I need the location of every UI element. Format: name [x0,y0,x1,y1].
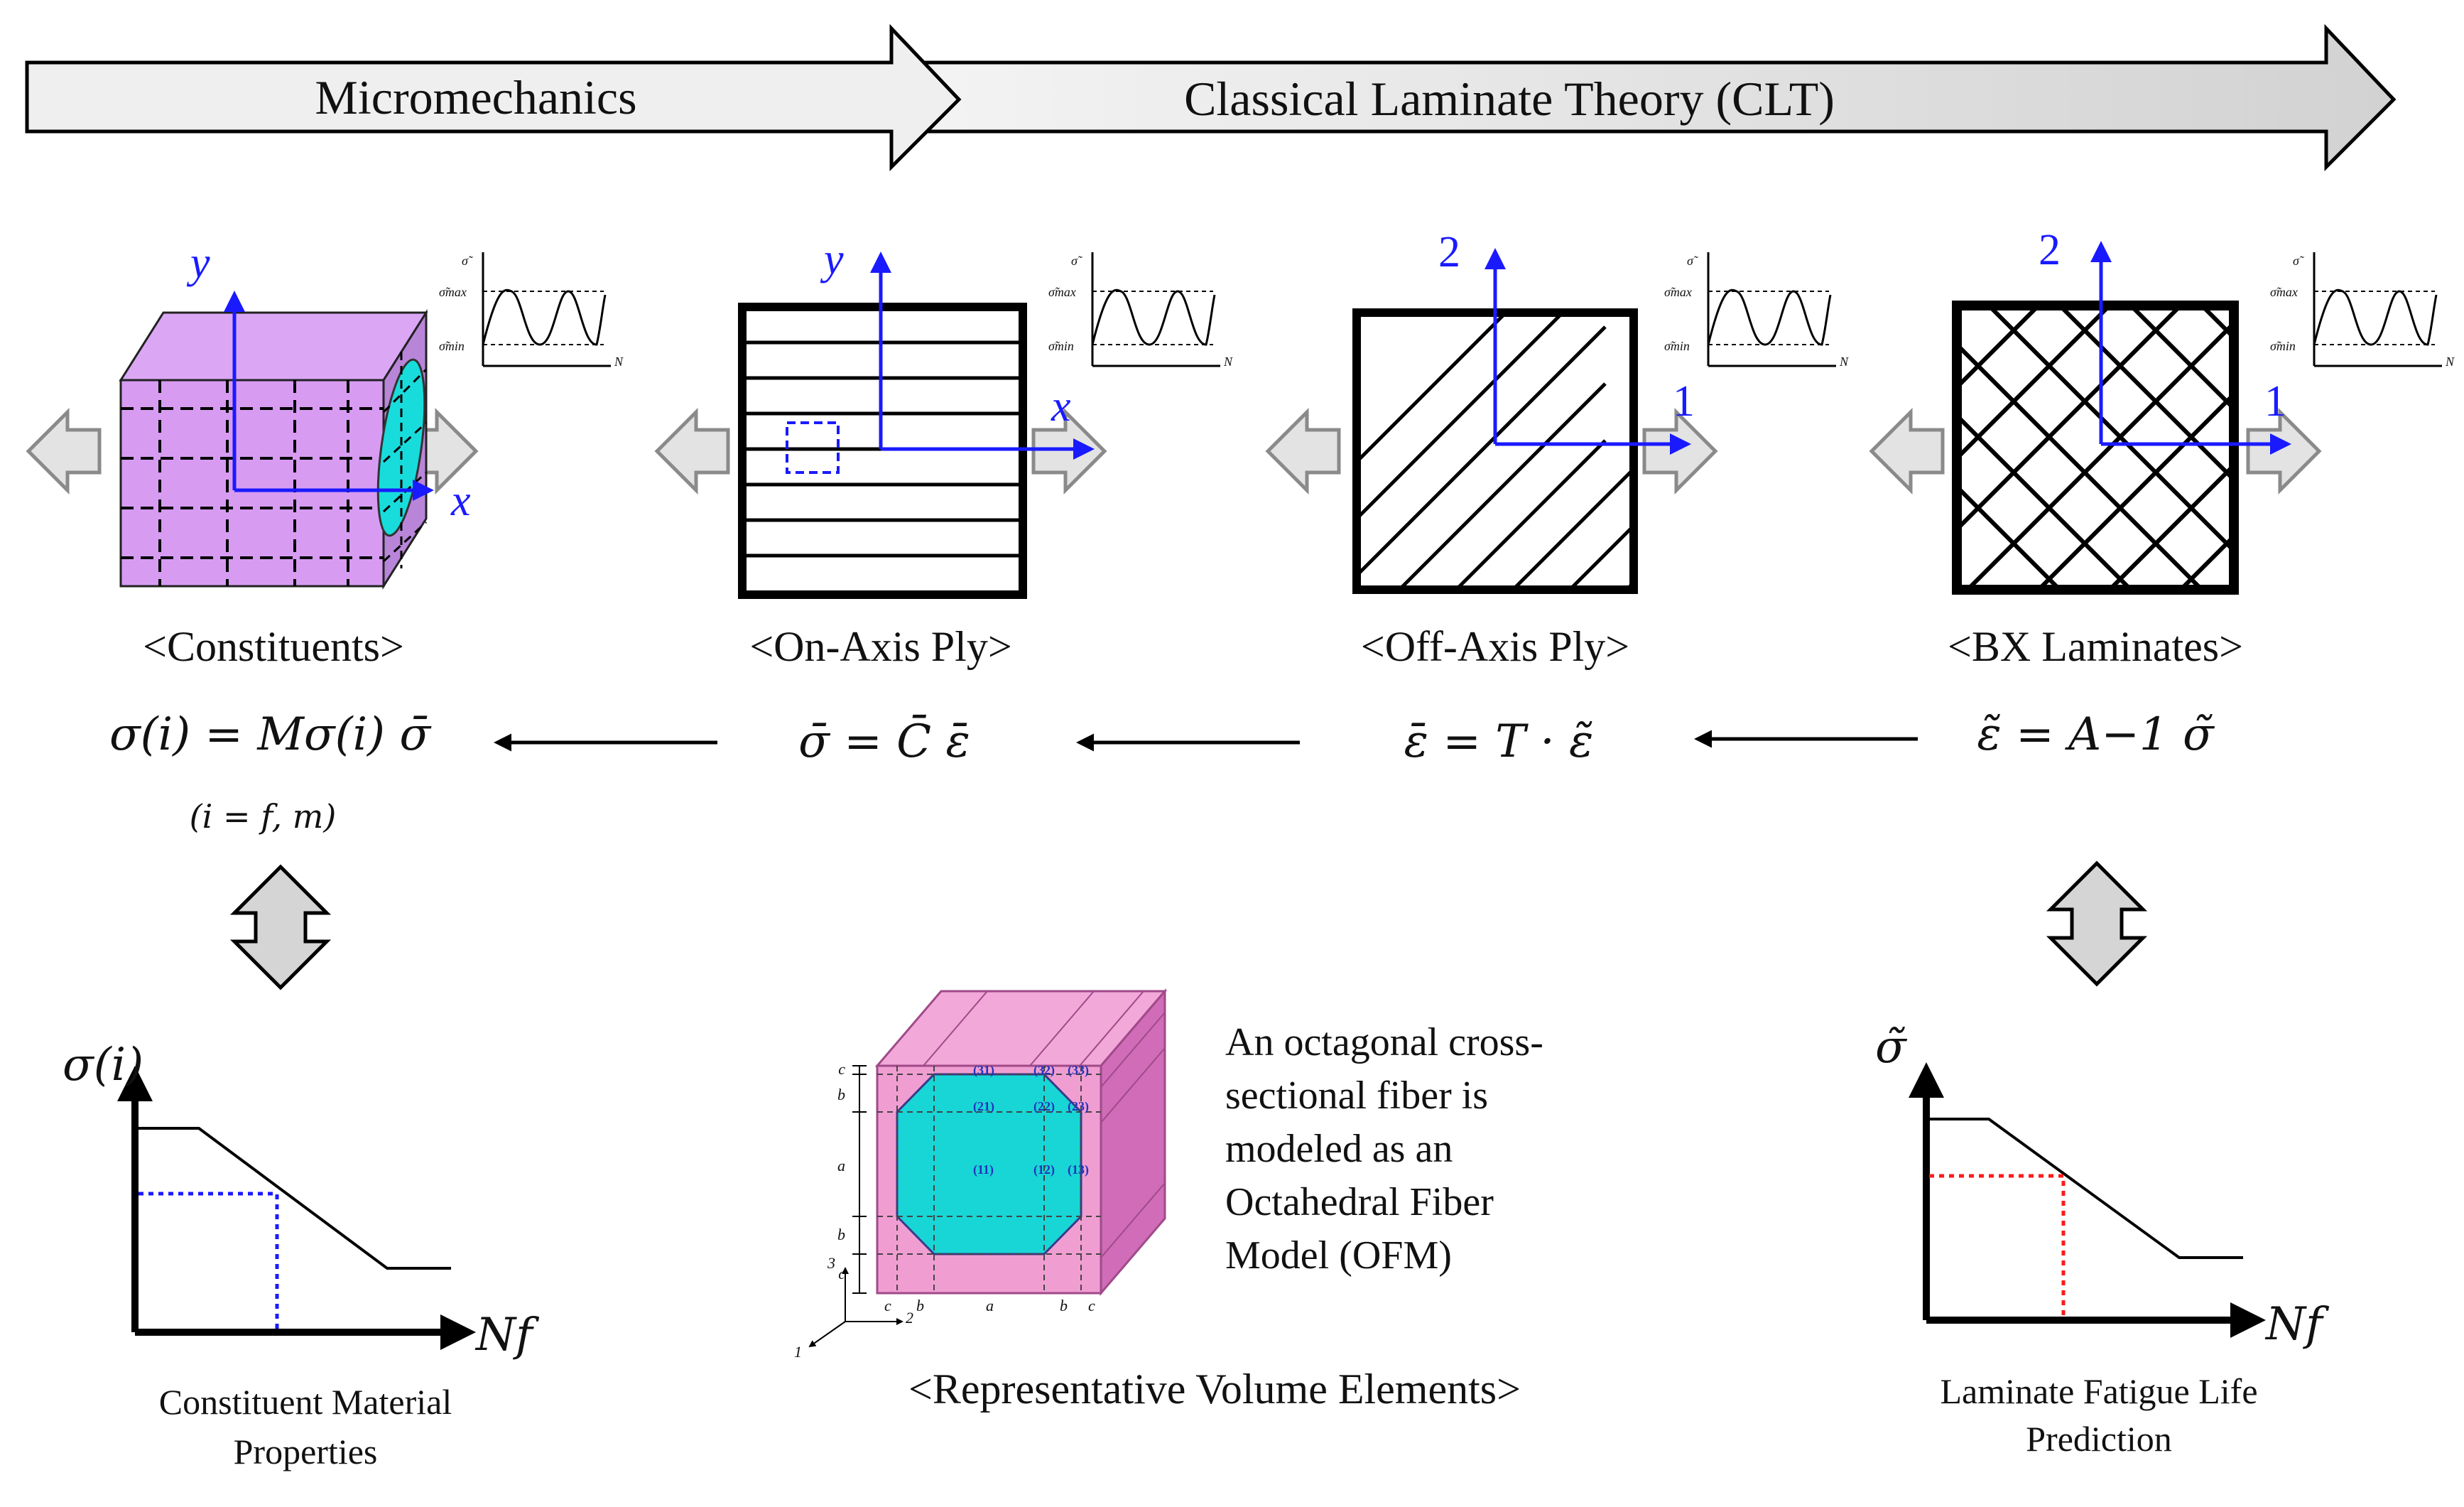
double-arrow-right [2046,860,2148,987]
on-axis-caption: <On-Axis Ply> [749,623,1011,670]
rve-dim-label: c [1088,1297,1095,1314]
rve-cell-label: (22) [1033,1099,1055,1114]
load-plot-2: σ̃ σ̃max σ̃min N [1048,252,1233,369]
axis-2-label: 2 [2039,226,2061,274]
rve-axis-label: 2 [906,1309,913,1327]
load-plot-y-label: σ̃ [1071,254,1083,268]
micromechanics-label: Micromechanics [315,70,636,124]
rve-dim-label: b [837,1086,845,1103]
laminate-sn-plot: σ̃ Nf Laminate Fatigue Life Prediction [1875,1021,2330,1459]
load-plot-max-label: σ̃max [2270,285,2298,299]
load-plot-4: σ̃ σ̃max σ̃min N [2270,252,2455,369]
load-plot-y-label: σ̃ [462,254,474,268]
laminate-plot-x-label: Nf [2264,1298,2330,1351]
left-load-arrow [1869,407,1945,495]
rve-cell-label: (12) [1033,1162,1055,1177]
cube-top-face [119,311,428,382]
rve-cell-label: (33) [1068,1063,1089,1078]
load-plot-3: σ̃ σ̃max σ̃min N [1664,252,1849,369]
bx-caption: <BX Laminates> [1948,623,2243,670]
laminate-plot-caption-2: Prediction [2026,1419,2172,1459]
rve-cell-label: (11) [973,1162,994,1177]
axis-1-label: 1 [2264,377,2286,426]
axis-2-label: 2 [1438,228,1460,276]
load-plot-min-label: σ̃min [1048,339,1074,353]
constituent-plot-y-label: σ(i) [63,1039,143,1091]
rve-dim-label: c [838,1265,845,1282]
rve-cell-label: (31) [973,1063,994,1078]
load-plot-x-label: N [1839,355,1849,369]
rve-dim-label: b [837,1226,845,1243]
constituents-formula-subscript: (i = f, m) [190,797,337,836]
rve-cell-label: (13) [1068,1162,1089,1177]
constituents-cube: y x [119,239,471,590]
on-axis-ply: y x [738,235,1095,599]
constituent-plot-caption-2: Properties [234,1432,378,1471]
load-plot-y-label: σ̃ [1687,254,1699,268]
y-axis-label: y [820,235,844,283]
double-arrow-left [229,864,332,990]
left-load-arrow [26,407,102,495]
rve-axis-label: 1 [794,1343,802,1361]
load-plot-1: σ̃ σ̃max σ̃min N [439,252,624,369]
rve-cell-label: (23) [1068,1099,1089,1114]
rve-description-line: An octagonal cross- [1225,1020,1543,1064]
laminate-plot-caption-1: Laminate Fatigue Life [1940,1371,2257,1411]
x-axis-label: x [450,477,471,525]
rve-cell-label: (21) [973,1099,994,1114]
rve-description: An octagonal cross- sectional fiber is m… [1225,1020,1543,1278]
bx-laminate: 2 1 [1952,226,2291,595]
off-axis-formula: ε̄ = T · ε̃ [1404,715,1594,768]
right-load-arrow [1031,407,1107,495]
rve-description-line: Model (OFM) [1225,1233,1452,1278]
clt-banner-arrow [900,23,2397,172]
load-plot-max-label: σ̃max [1664,285,1692,299]
rve-dim-label: b [916,1297,924,1314]
constituent-sn-plot: σ(i) Nf Constituent Material Properties [63,1039,540,1471]
load-plot-y-label: σ̃ [2293,254,2305,268]
micromechanics-banner-arrow [25,23,962,172]
rve-dim-label: c [884,1297,891,1314]
cube-front-face [119,379,385,588]
off-axis-caption: <Off-Axis Ply> [1361,623,1629,670]
load-plot-max-label: σ̃max [439,285,467,299]
constituent-plot-caption-1: Constituent Material [159,1382,452,1422]
y-axis-label: y [186,239,210,287]
load-plot-x-label: N [2445,355,2455,369]
rve-description-line: sectional fiber is [1225,1074,1488,1118]
load-plot-max-label: σ̃max [1048,285,1076,299]
load-plot-x-label: N [1223,355,1233,369]
load-plot-x-label: N [614,355,624,369]
rve-marker [786,421,840,474]
banner: Micromechanics Classical Laminate Theory… [25,23,2397,172]
constituents-caption: <Constituents> [143,623,404,670]
load-plot-min-label: σ̃min [1664,339,1690,353]
rve-description-line: Octahedral Fiber [1225,1180,1494,1224]
rve-dim-label: a [837,1157,845,1174]
rve-description-line: modeled as an [1225,1127,1453,1171]
rve-dim-label: c [838,1060,845,1078]
load-plot-min-label: σ̃min [2270,339,2296,353]
on-axis-formula: σ̄ = C̄ ε̄ [798,714,970,768]
rve-cube: (31) (32) (33) (21) (22) (23) (11) (12) … [794,988,1168,1361]
constituents-formula: σ(i) = Mσ(i) σ̄ [109,708,432,761]
rve-dim-label: b [1060,1297,1068,1314]
load-plot-min-label: σ̃min [439,339,465,353]
axis-1-label: 1 [1673,377,1695,426]
left-load-arrow [1265,407,1341,495]
clt-label: Classical Laminate Theory (CLT) [1184,72,1835,126]
laminate-plot-y-label: σ̃ [1875,1021,1908,1074]
rve-cell-label: (32) [1033,1063,1055,1078]
off-axis-ply: 2 1 [1352,228,1695,594]
left-load-arrow [654,407,730,495]
bx-formula: ε̃ = A−1 σ̃ [1977,708,2215,761]
flow-arrows [494,730,1918,752]
rve-axis-label: 3 [827,1254,835,1272]
rve-caption: <Representative Volume Elements> [908,1366,1521,1413]
constituent-plot-x-label: Nf [474,1309,540,1361]
x-axis-label: x [1051,382,1071,431]
rve-dim-label: a [986,1297,994,1314]
